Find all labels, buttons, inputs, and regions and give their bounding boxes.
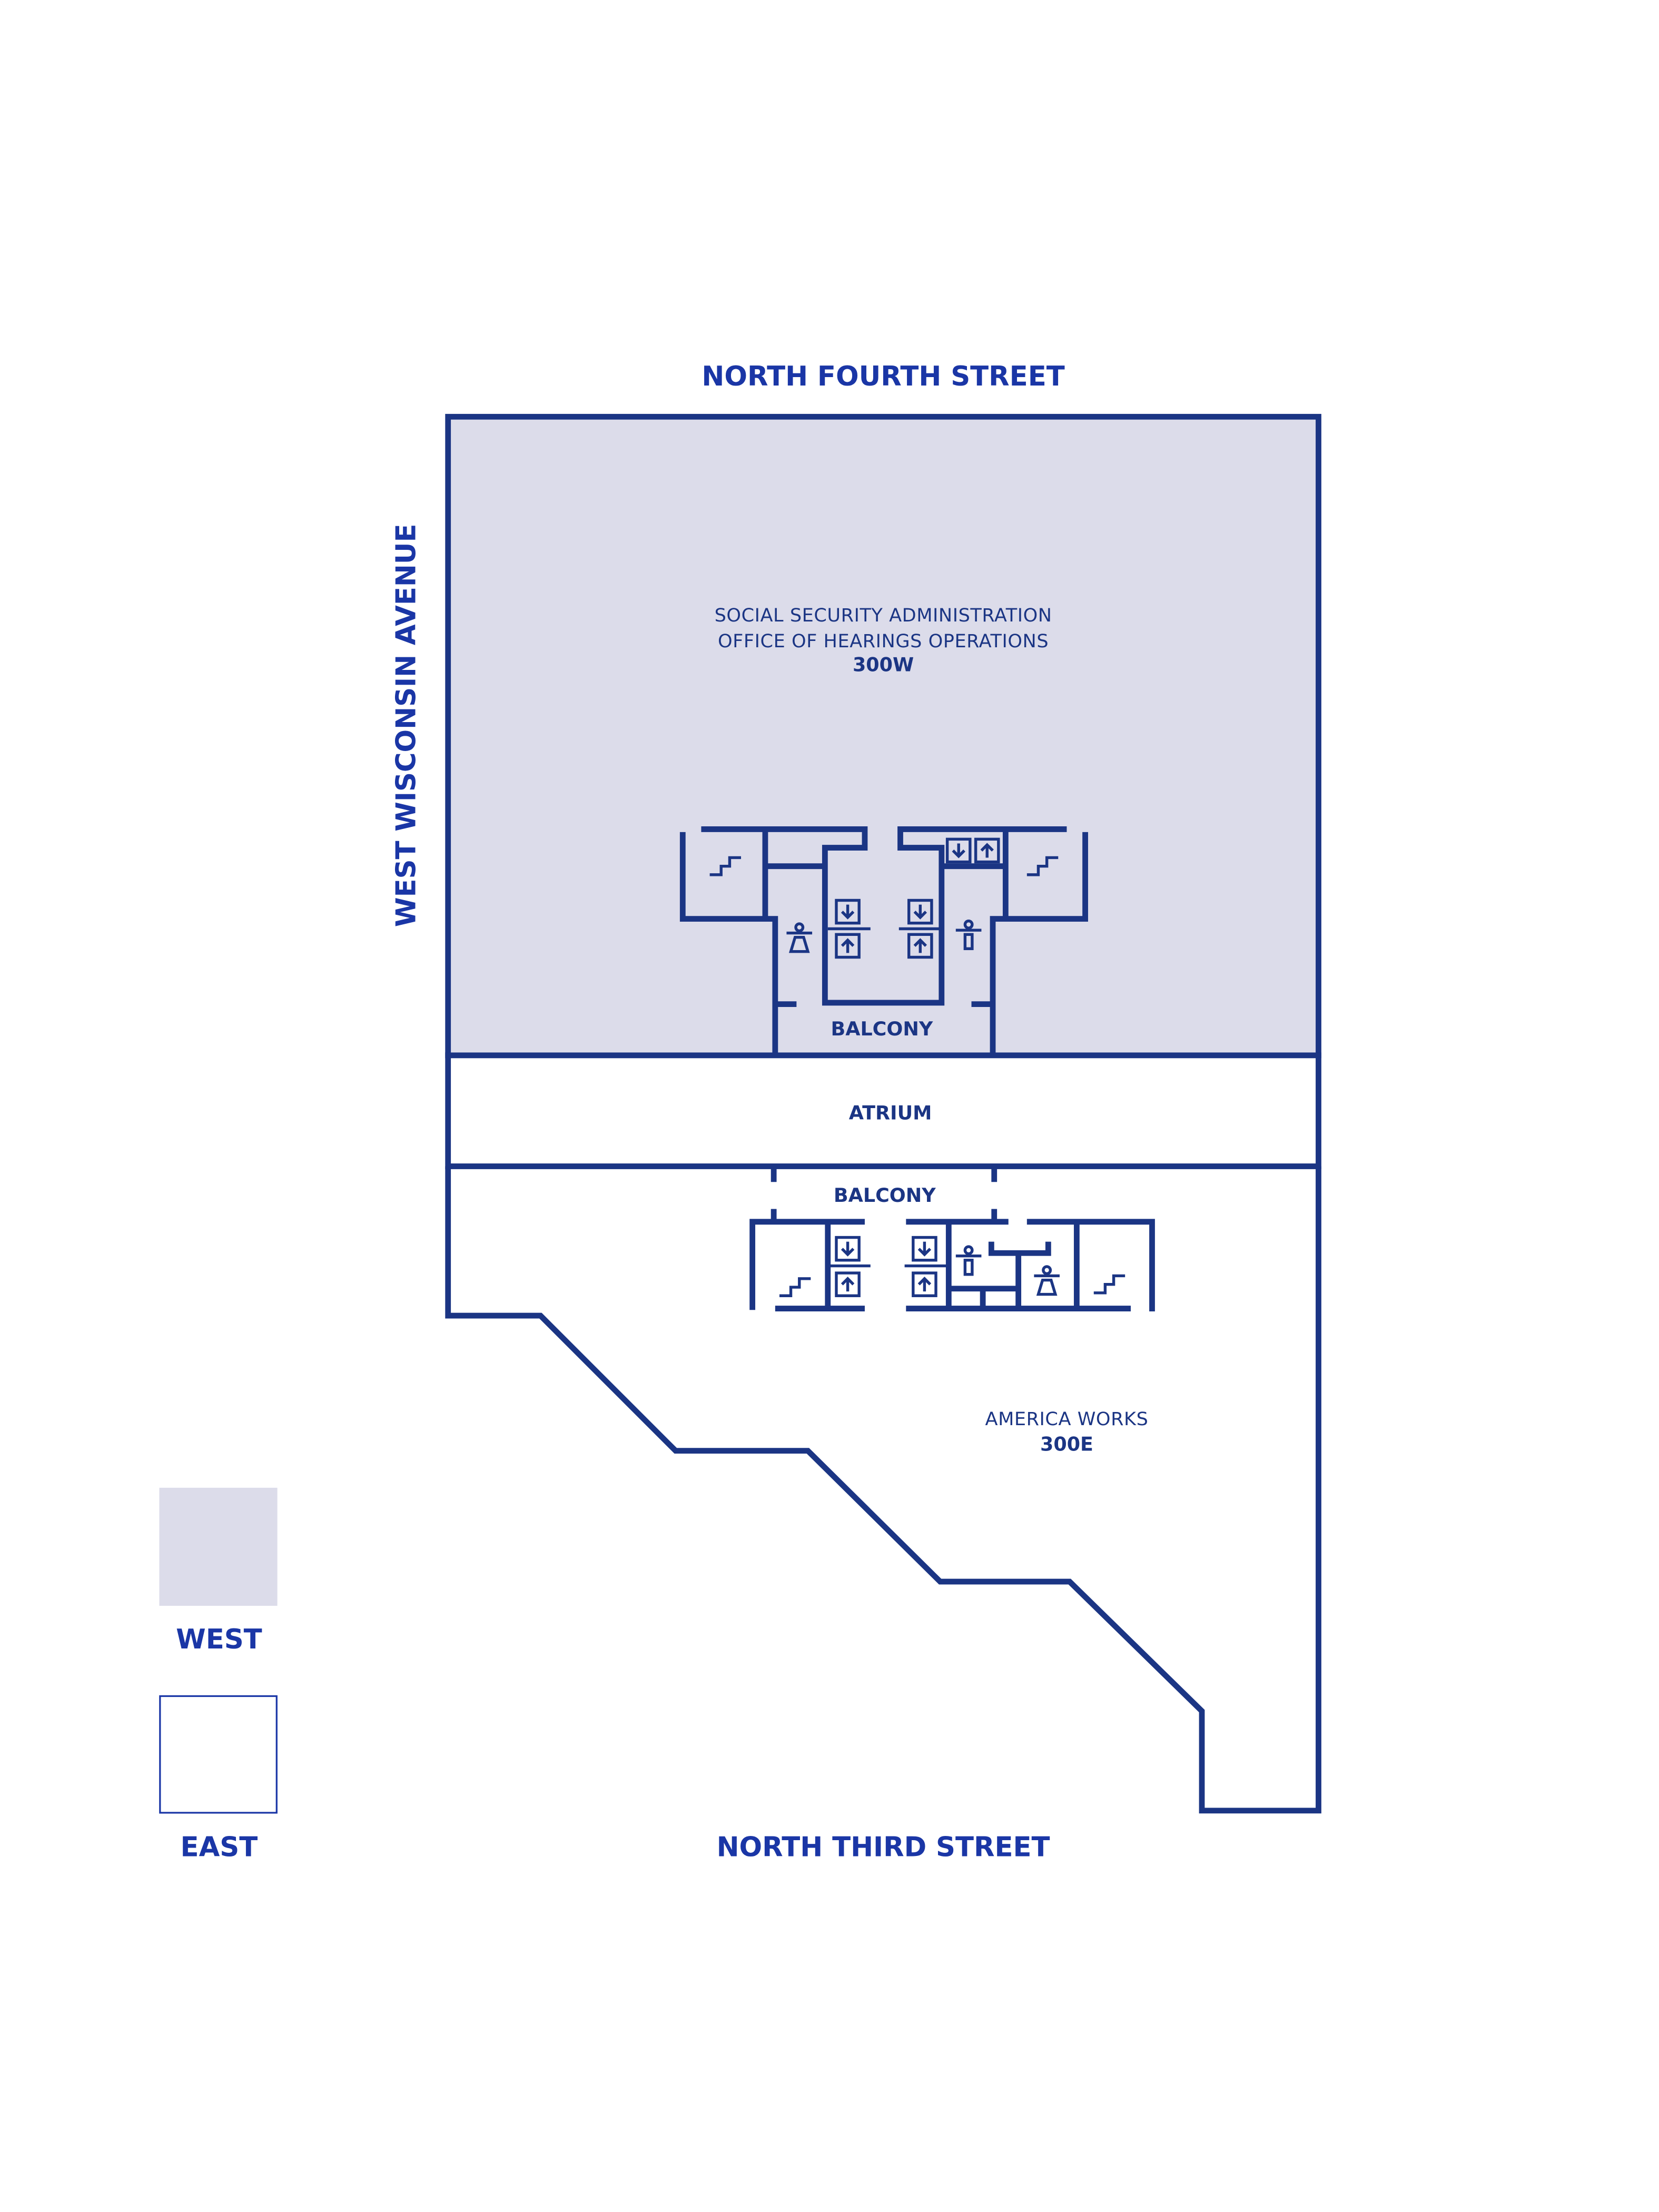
elevator-up-icon <box>836 1273 859 1296</box>
east-suite-number: 300E <box>1040 1433 1093 1456</box>
elevator-down-icon <box>913 1238 936 1260</box>
stairs-icon <box>1094 1276 1125 1292</box>
balcony-east-label: BALCONY <box>834 1184 936 1207</box>
atrium-area[interactable] <box>445 1052 1321 1169</box>
stairs-icon <box>779 1279 811 1296</box>
legend-west-label: WEST <box>176 1624 262 1655</box>
mens-restroom-icon <box>956 1247 982 1275</box>
west-suite-number: 300W <box>853 654 914 676</box>
elevator-down-icon <box>836 1238 859 1260</box>
legend: WEST EAST <box>159 1487 278 1863</box>
elevator-up-icon <box>913 1273 936 1296</box>
street-label-north: NORTH FOURTH STREET <box>702 361 1064 392</box>
west-tenant-line1: SOCIAL SECURITY ADMINISTRATION <box>715 605 1052 626</box>
west-tenant-line2: OFFICE OF HEARINGS OPERATIONS <box>718 630 1049 652</box>
east-tenant-name: AMERICA WORKS <box>985 1408 1149 1430</box>
west-suite-area[interactable] <box>445 413 1321 1059</box>
street-label-south: NORTH THIRD STREET <box>717 1831 1050 1863</box>
street-label-west: WEST WISCONSIN AVENUE <box>391 524 422 927</box>
legend-east-swatch <box>159 1695 278 1814</box>
balcony-west-label: BALCONY <box>831 1018 933 1040</box>
womens-restroom-icon <box>1034 1267 1060 1295</box>
atrium-label: ATRIUM <box>849 1101 932 1124</box>
legend-west-swatch <box>159 1487 278 1606</box>
east-core-walls <box>749 1166 1155 1311</box>
west-core-walls <box>679 826 1088 1055</box>
legend-east-label: EAST <box>181 1831 258 1863</box>
east-suite-area[interactable] <box>445 1166 1321 1814</box>
